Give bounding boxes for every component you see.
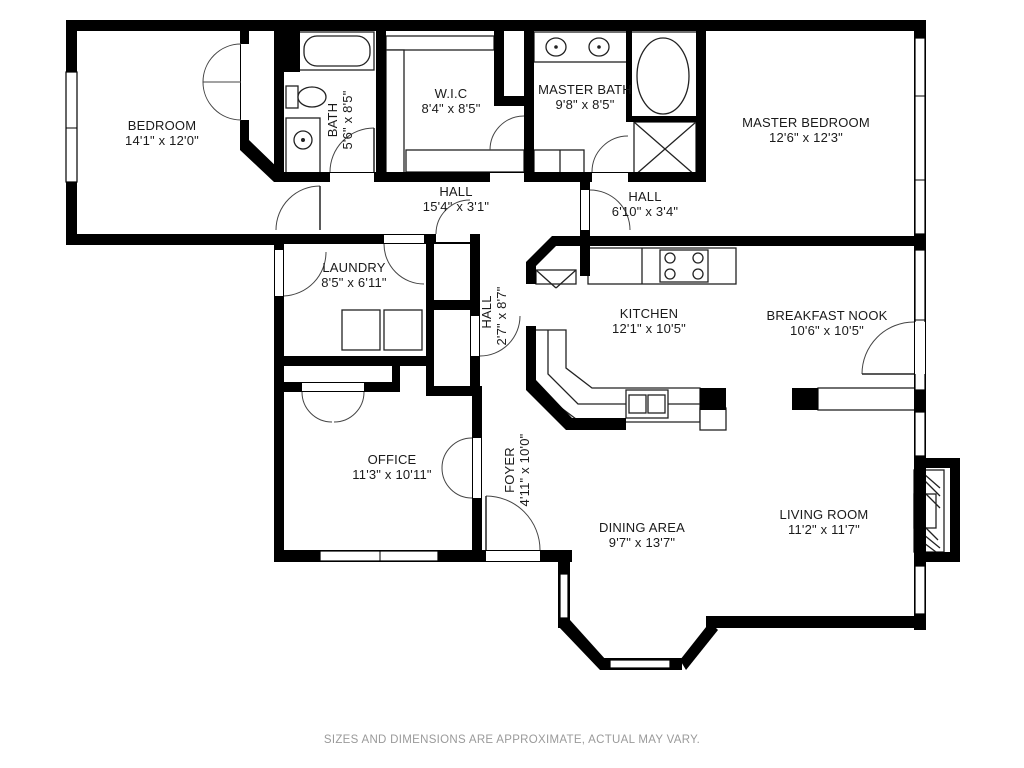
room-name-hall-small: HALL [628,189,661,204]
windows [65,37,926,669]
room-dims-kitchen: 12'1" x 10'5" [612,321,686,336]
refrigerator-icon [535,269,577,289]
oval-tub-icon [629,31,699,121]
shower-icon [633,121,697,177]
dryer-icon [383,309,423,351]
doors [202,43,925,561]
room-name-hall-vertical: HALL [479,295,494,328]
room-name-living-room: LIVING ROOM [780,507,869,522]
window [319,550,439,562]
window [609,659,671,669]
room-name-dining-area: DINING AREA [599,520,685,535]
room-name-laundry: LAUNDRY [322,260,385,275]
bath-counter-icon [533,149,585,175]
dishwasher-icon [699,407,727,431]
nook-counter [817,387,917,411]
room-dims-master-bedroom: 12'6" x 12'3" [769,130,843,145]
washer-icon [341,309,381,351]
room-dims-hall-main: 15'4" x 3'1" [423,199,490,214]
window [559,573,569,619]
bath-sink-icon [285,117,321,175]
room-dims-foyer: 4'11" x 10'0" [517,433,532,506]
room-name-breakfast-nook: BREAKFAST NOOK [766,308,887,323]
room-name-hall-main: HALL [439,184,472,199]
room-name-wic: W.I.C [435,86,468,101]
toilet-icon [285,85,327,109]
room-labels: BEDROOM 14'1" x 12'0" BATH 5'6" x 8'5" W… [125,82,887,550]
window [914,411,926,457]
room-name-office: OFFICE [368,452,417,467]
room-name-foyer: FOYER [502,447,517,493]
room-name-bedroom: BEDROOM [128,118,197,133]
room-name-bath: BATH [325,103,340,138]
room-dims-living-room: 11'2" x 11'7" [788,522,860,537]
room-name-master-bath: MASTER BATH [538,82,632,97]
room-dims-hall-vertical: 2'7" x 8'7" [494,286,509,345]
room-dims-hall-small: 6'10" x 3'4" [612,204,679,219]
room-dims-dining-area: 9'7" x 13'7" [609,535,676,550]
room-dims-breakfast-nook: 10'6" x 10'5" [790,323,864,338]
window [914,565,926,615]
room-dims-bedroom: 14'1" x 12'0" [125,133,199,148]
closet-shelves-icon [385,35,525,175]
bathtub-icon [297,31,375,71]
room-name-kitchen: KITCHEN [620,306,678,321]
room-dims-master-bath: 9'8" x 8'5" [555,97,614,112]
double-vanity-icon [533,31,629,63]
kitchen-sink-icon [628,394,666,414]
room-dims-laundry: 8'5" x 6'11" [321,275,387,290]
window [914,37,926,235]
room-dims-office: 11'3" x 10'11" [352,467,432,482]
room-dims-bath: 5'6" x 8'5" [340,90,355,149]
disclaimer-text: SIZES AND DIMENSIONS ARE APPROXIMATE, AC… [323,734,701,746]
stove-icon [664,252,704,280]
room-dims-wic: 8'4" x 8'5" [421,101,480,116]
room-name-master-bedroom: MASTER BEDROOM [742,115,870,130]
kitchen-counter-top [587,247,737,285]
window [65,71,78,183]
